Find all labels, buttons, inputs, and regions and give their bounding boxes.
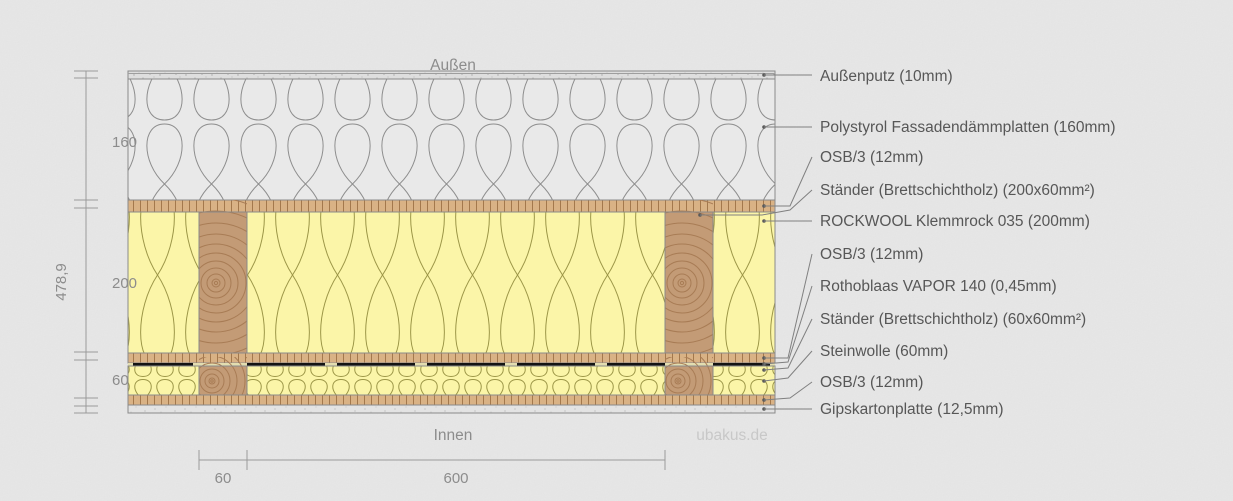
- label-aussenputz: Außenputz (10mm): [820, 68, 953, 85]
- layer-osb-mid: [127, 352, 776, 364]
- leader-lines: [698, 73, 813, 411]
- label-vapor: Rothoblaas VAPOR 140 (0,45mm): [820, 278, 1057, 295]
- inside-label: Innen: [434, 427, 473, 444]
- layer-polystyrol: [127, 78, 776, 201]
- label-polystyrol: Polystyrol Fassadendämmplatten (160mm): [820, 119, 1115, 136]
- vertical-dimension-axis: 478,9 160 200 60: [53, 70, 137, 414]
- layer-aussenputz: [127, 70, 776, 80]
- label-staender-200: Ständer (Brettschichtholz) (200x60mm²): [820, 182, 1095, 199]
- layer-labels: Außenputz (10mm) Polystyrol Fassadendämm…: [820, 68, 1115, 418]
- watermark: ubakus.de: [696, 427, 768, 444]
- label-gipskarton: Gipskartonplatte (12,5mm): [820, 401, 1004, 418]
- wall-assembly: [127, 70, 776, 414]
- label-osb-mid: OSB/3 (12mm): [820, 246, 923, 263]
- layer-osb-inner: [127, 394, 776, 406]
- label-osb-outer: OSB/3 (12mm): [820, 149, 923, 166]
- label-osb-inner: OSB/3 (12mm): [820, 374, 923, 391]
- outside-label: Außen: [430, 57, 476, 74]
- horizontal-dimension-60: 60: [215, 470, 232, 487]
- layer-staender-60: [198, 357, 714, 396]
- horizontal-dimension-axis: 60 600: [198, 450, 666, 487]
- layer-vapor-barrier: [128, 363, 775, 366]
- horizontal-dimension-600: 600: [443, 470, 468, 487]
- layer-gipskarton: [127, 404, 776, 414]
- vertical-total-dimension: 478,9: [53, 263, 70, 301]
- label-rockwool: ROCKWOOL Klemmrock 035 (200mm): [820, 213, 1090, 230]
- label-staender-60: Ständer (Brettschichtholz) (60x60mm²): [820, 311, 1086, 328]
- vertical-dimension-160: 160: [112, 134, 137, 151]
- vertical-dimension-60: 60: [112, 372, 129, 389]
- layer-osb-outer: [127, 199, 776, 213]
- label-steinwolle: Steinwolle (60mm): [820, 343, 948, 360]
- vertical-dimension-200: 200: [112, 275, 137, 292]
